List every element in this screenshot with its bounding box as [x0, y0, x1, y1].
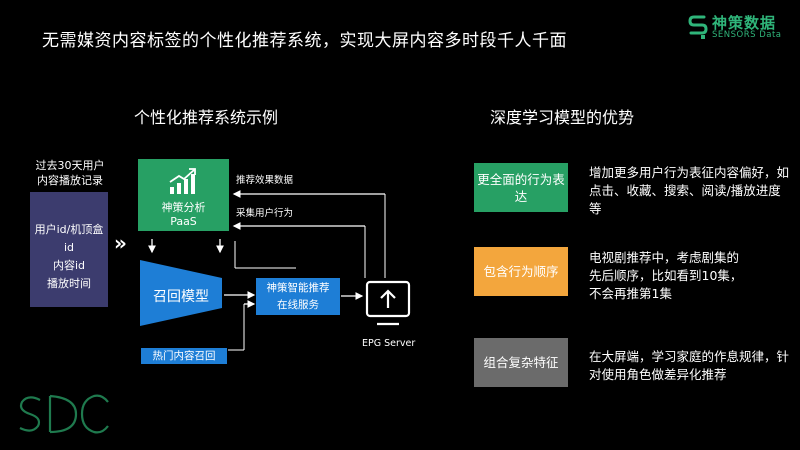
logo-text-cn: 神策数据: [712, 14, 777, 32]
recall-model-shape: [140, 260, 222, 326]
user-data-box: 用户id/机顶盒id 内容id 播放时间: [30, 192, 108, 307]
content-id-field: 内容id: [52, 259, 86, 272]
logo-text-en: SENSORS Data: [712, 30, 782, 40]
advantage-desc-behavior: 增加更多用户行为表征内容偏好，如点击、收藏、搜索、阅读/播放进度等: [589, 165, 790, 216]
user-history-label: 过去30天用户 内容播放记录: [35, 159, 105, 187]
advantage-tag-sequence: 包含行为顺序: [474, 247, 568, 296]
advantage-tag-behavior: 更全面的行为表达: [474, 163, 568, 212]
advantage-desc-sequence: 电视剧推荐中，考虑剧集的先后顺序，比如看到10集，不会再推第1集: [589, 250, 743, 301]
user-id-field: 用户id/机顶盒id: [34, 223, 104, 254]
advantage-tag-features: 组合复杂特征: [474, 338, 568, 387]
page-title: 无需媒资内容标签的个性化推荐系统，实现大屏内容多时段千人千面: [42, 31, 567, 51]
growth-chart-icon: [169, 168, 196, 194]
epg-server-label: EPG Server: [362, 338, 416, 349]
hot-content-recall: 热门内容召回: [141, 348, 227, 364]
recall-model-label: 召回模型: [153, 289, 209, 305]
play-time-field: 播放时间: [47, 277, 91, 290]
epg-server-icon: [365, 280, 411, 326]
paas-box: 神策分析 PaaS: [138, 159, 229, 231]
left-section-title: 个性化推荐系统示例: [134, 108, 279, 127]
flow-effect-label: 推荐效果数据: [236, 175, 294, 186]
flow-collect-label: 采集用户行为: [236, 208, 294, 219]
smart-recommend-box: 神策智能推荐 在线服务: [256, 278, 340, 315]
right-section-title: 深度学习模型的优势: [490, 108, 635, 127]
advantage-desc-features: 在大屏端，学习家庭的作息规律，针对使用角色做差异化推荐: [589, 349, 790, 382]
logo-mark-icon: [688, 15, 708, 39]
paas-label: 神策分析 PaaS: [161, 201, 206, 228]
sdc-watermark-icon: [19, 394, 109, 434]
brand-logo: 神策数据 SENSORS Data: [688, 10, 798, 46]
